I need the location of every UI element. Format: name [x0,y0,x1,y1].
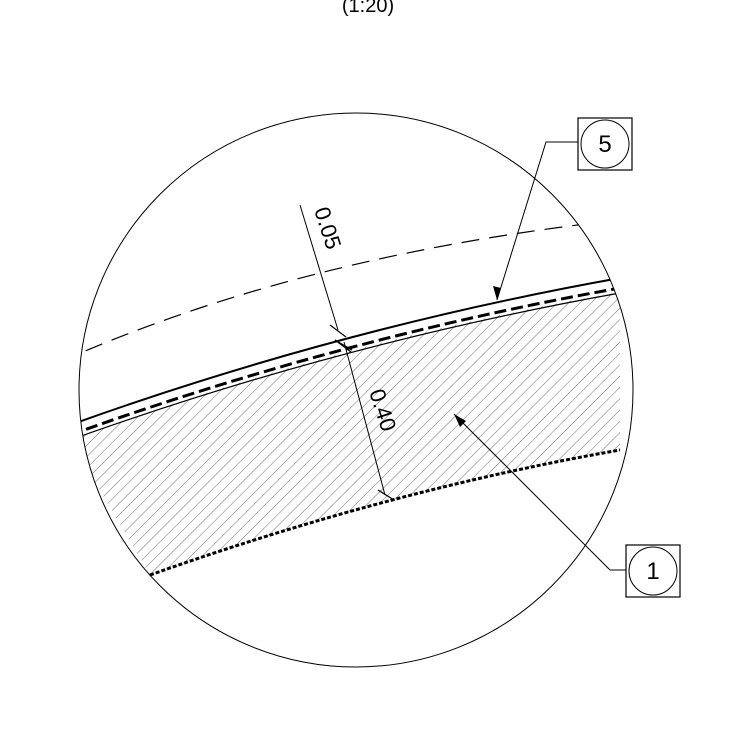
detail-content [79,219,621,577]
callout-label-1: 1 [646,558,659,585]
membrane-layer [79,286,621,437]
callout-label-5: 5 [598,131,611,158]
top-surface-line [79,277,621,426]
callout-5: 5 [493,117,633,301]
detail-circle [78,112,634,668]
hatched-layer-bottom-line [149,448,621,577]
dimension-label-top-layer: 0.05 [309,204,346,252]
callout-1: 1 [453,413,681,598]
hatched-layer [79,292,620,575]
dimension-top-layer: 0.05 [299,204,352,353]
dashed-reference-line [79,219,621,363]
scale-label: (1:20) [342,0,394,17]
membrane-bottom-line [79,292,621,441]
